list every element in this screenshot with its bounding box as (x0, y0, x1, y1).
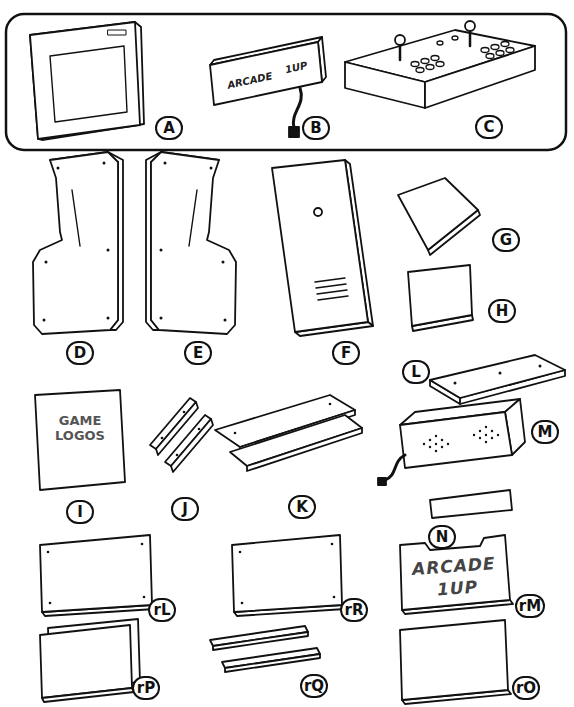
callout-letter: G (492, 228, 520, 252)
board-part (430, 355, 565, 404)
control-panel-part (345, 21, 535, 108)
callout-letter: N (428, 525, 456, 549)
callout-letter: H (488, 299, 516, 323)
printed-text: GAME LOGOS (45, 413, 115, 443)
back-panel (272, 160, 373, 336)
panel-part (40, 535, 155, 616)
callout-letter: B (302, 116, 330, 140)
callout-letter: C (475, 115, 503, 139)
speaker-panel (378, 399, 525, 485)
callout-letter: rR (340, 598, 368, 622)
panel-part (232, 535, 345, 616)
logo-card (35, 390, 125, 490)
panel-pair (40, 619, 140, 702)
callout-letter: F (332, 341, 360, 365)
side-panel-right (146, 152, 236, 334)
callout-letter: D (66, 341, 94, 365)
callout-letter: M (531, 420, 559, 444)
callout-letter: E (184, 341, 212, 365)
callout-letter: rP (132, 676, 160, 700)
callout-letter: I (66, 500, 94, 524)
callout-letter: rL (148, 598, 176, 622)
callout-letter: L (402, 360, 430, 384)
callout-letter: rQ (300, 674, 328, 698)
monitor-part (30, 22, 144, 140)
strip-pair (210, 626, 320, 672)
callout-letter: J (171, 497, 199, 521)
strip-part (430, 490, 512, 518)
logo-text: 1UP (437, 577, 479, 600)
callout-letter: K (288, 495, 316, 519)
callout-letter: rM (515, 594, 545, 618)
panel-part (400, 620, 511, 704)
callout-letter: A (155, 116, 183, 140)
board-pair (215, 395, 362, 471)
marquee-panel (400, 535, 513, 614)
group-frame (6, 14, 566, 150)
bracket-part (150, 398, 213, 472)
panel-part (398, 178, 480, 255)
side-panel-left (33, 152, 123, 334)
panel-part (408, 265, 473, 331)
callout-letter: rO (512, 676, 540, 700)
